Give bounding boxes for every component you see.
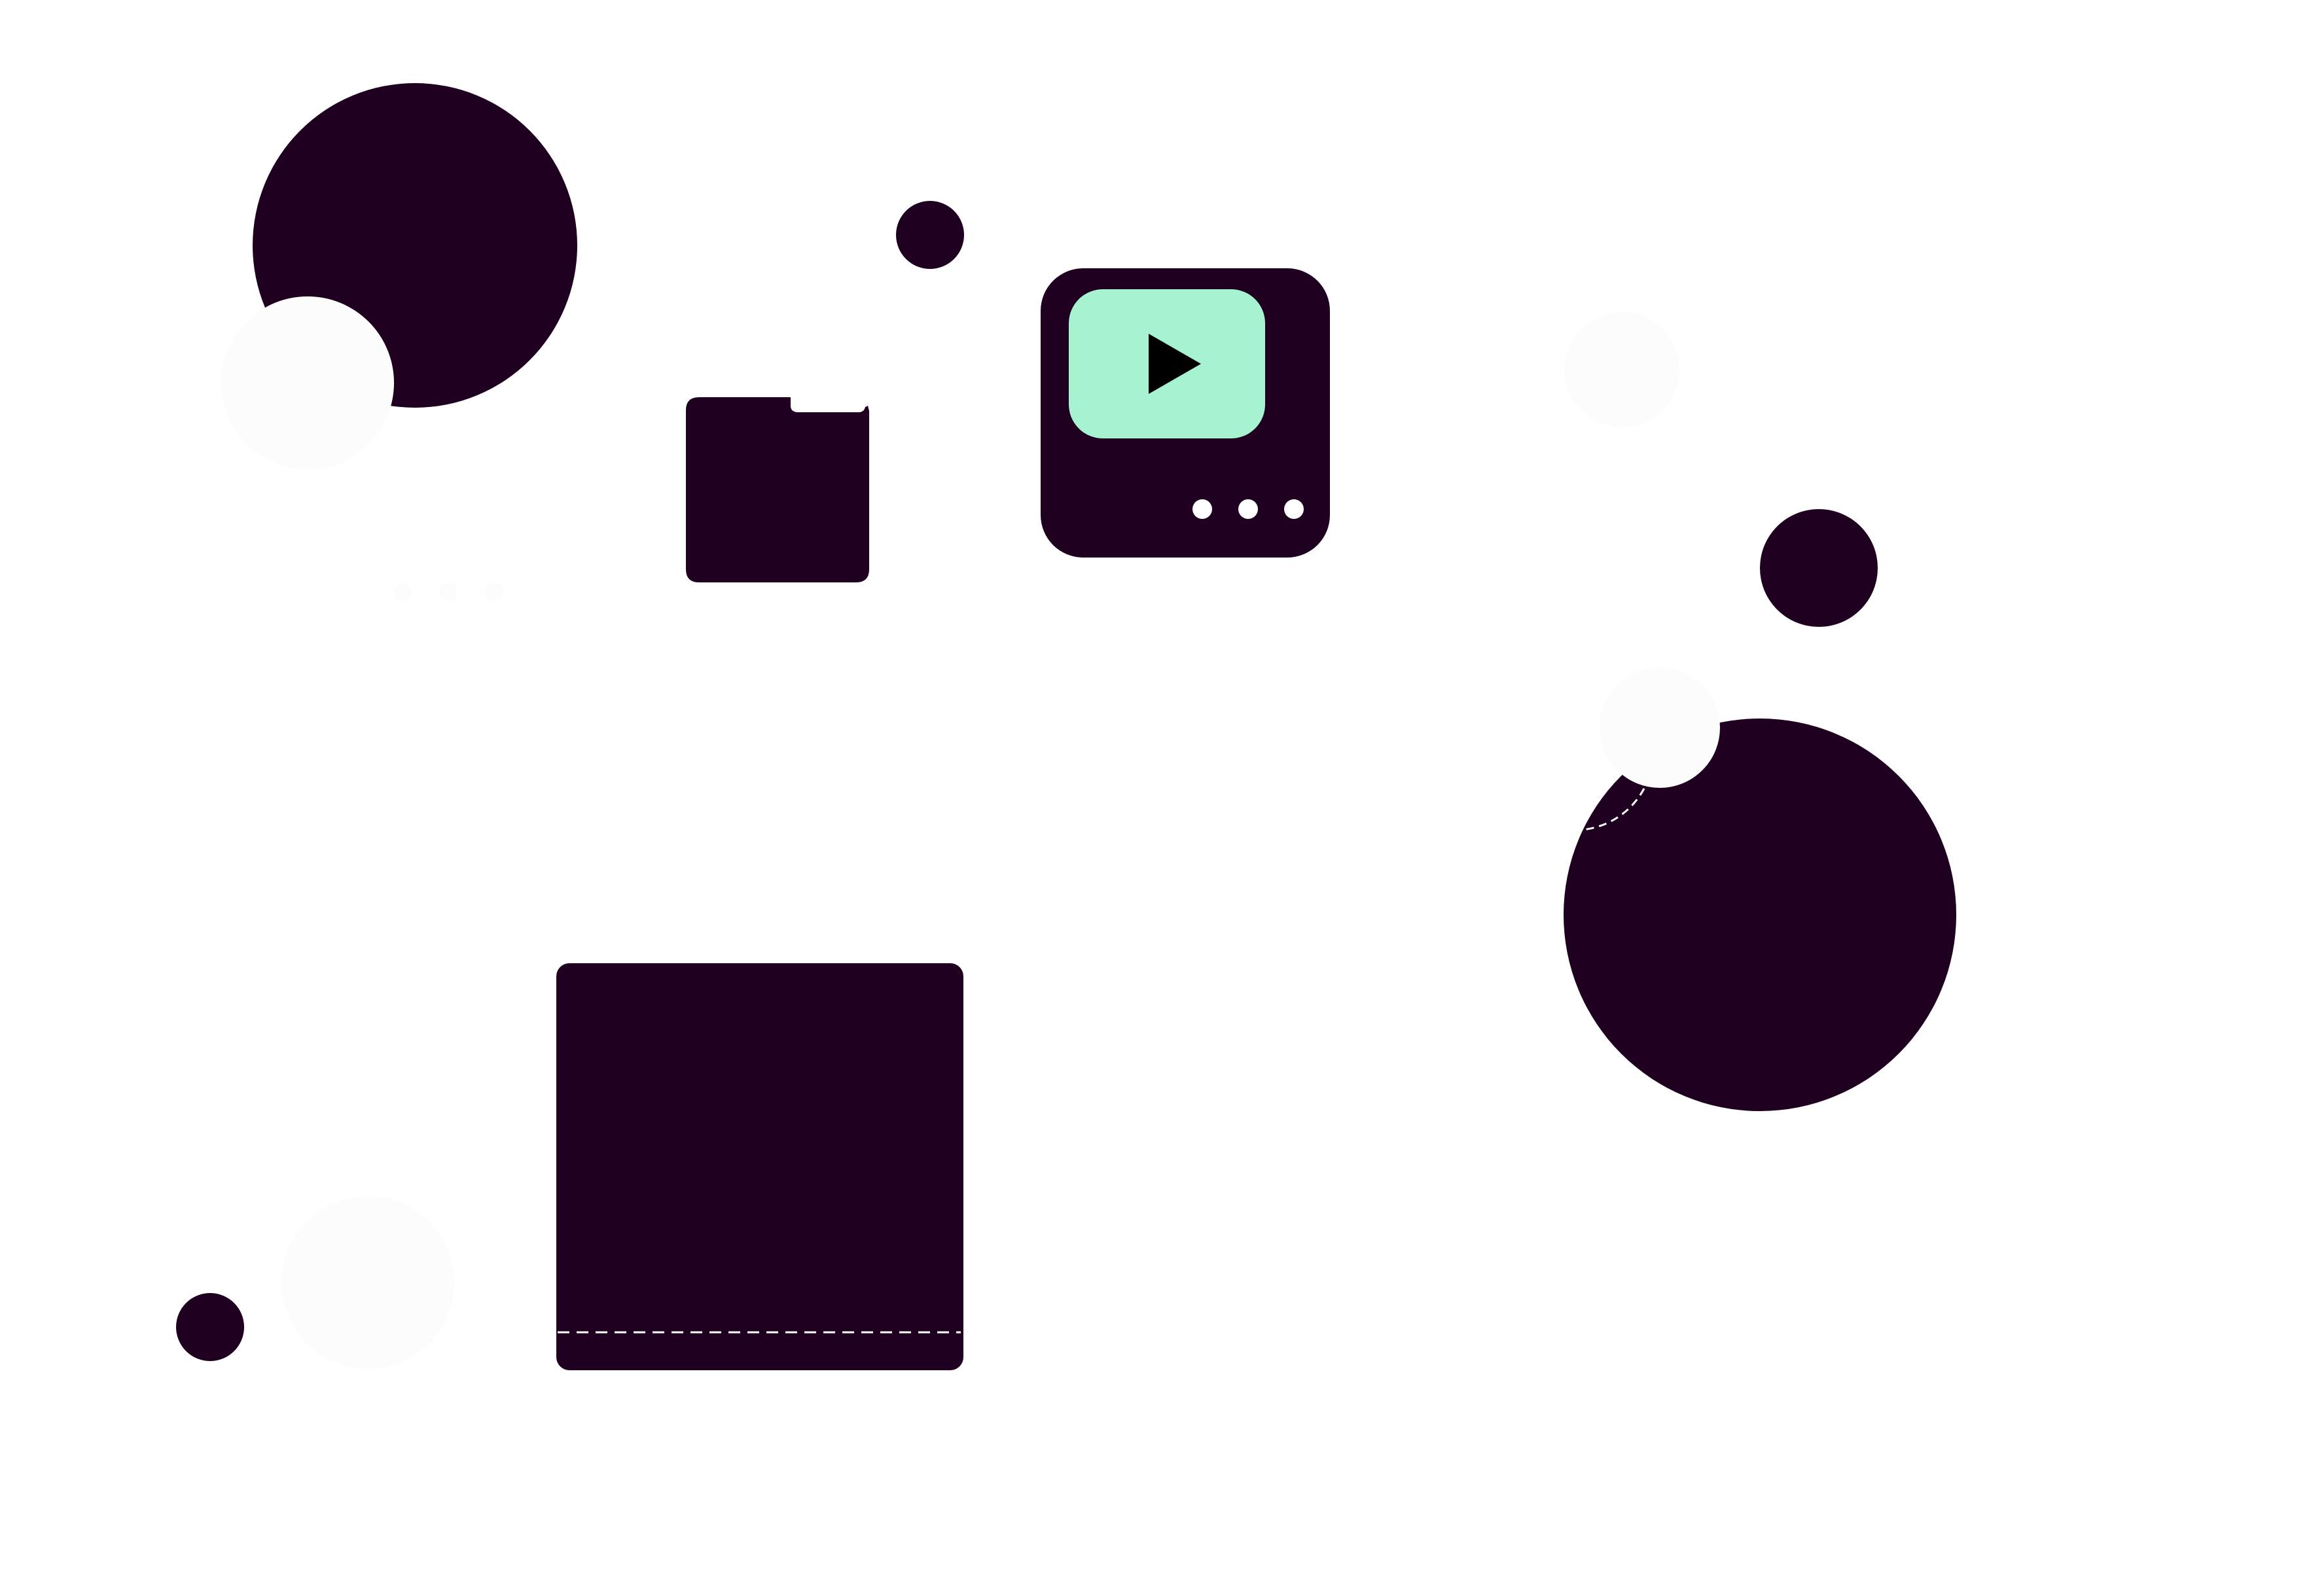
folder-body [686,397,869,582]
faint-dots-row [393,583,503,601]
faint-circle-top-right [1564,312,1679,427]
large-dark-card [556,963,963,1370]
faint-dot [439,583,457,601]
player-dot [1238,499,1258,519]
small-dark-circle-bottom-left [176,1293,244,1361]
large-dark-circle-right [1564,718,1956,1111]
faint-circle-bottom-left [281,1196,454,1369]
player-dot [1284,499,1304,519]
circle-cluster-top-left [221,83,577,469]
medium-dark-circle-right [1760,509,1878,627]
play-icon [1149,334,1201,394]
faint-dot [393,583,412,601]
folder-icon [686,397,869,582]
circle-cluster-right [1564,667,1956,1111]
card-icon [556,963,963,1370]
player-dot [1192,499,1212,519]
pale-overlap-circle-right [1600,667,1720,788]
faint-dot [485,583,503,601]
dashed-arc [1582,788,1645,831]
small-dark-circle-top [896,201,964,269]
pale-overlap-circle [221,296,394,469]
video-player-icon [1041,268,1330,558]
